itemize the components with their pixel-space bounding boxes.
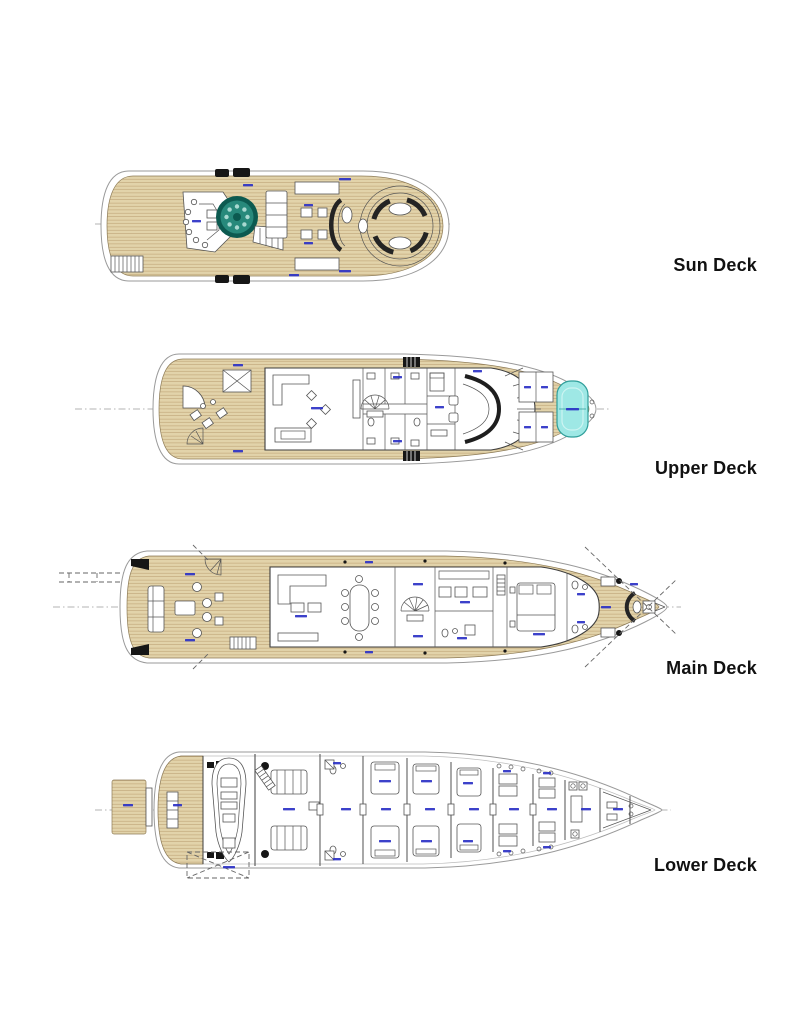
chain-locker (602, 791, 652, 829)
sunpad (265, 190, 288, 239)
aft-spiral-staircase (186, 427, 204, 445)
lower-deck-plan (95, 751, 671, 879)
main-deck-section (45, 543, 685, 673)
lower-deck-label: Lower Deck (653, 855, 757, 875)
guest-bathrooms (324, 759, 346, 861)
deck-equipment (215, 168, 250, 284)
main-deck-plan (53, 544, 681, 670)
superstructure (264, 367, 536, 451)
swim-platform (111, 779, 153, 835)
upper-deck-label: Upper Deck (654, 458, 757, 478)
room-label-marks (233, 364, 579, 453)
lobby-staircase (400, 596, 430, 622)
sun-deck-plan (95, 168, 453, 284)
stern-dashes (192, 544, 210, 670)
captain-cabin (427, 372, 455, 437)
room-label-marks (192, 178, 351, 277)
aft-deck-furniture (147, 558, 257, 650)
stern-stairs (110, 255, 144, 273)
crew-quarters (498, 773, 588, 847)
room-label-marks (185, 561, 638, 654)
sun-deck-section (95, 166, 455, 291)
anchor-gear (600, 576, 666, 638)
lower-deck-section (95, 740, 675, 880)
engine-room (254, 762, 320, 858)
garage-door-footprint (186, 851, 250, 879)
upper-deck-plan (75, 353, 611, 465)
galley (438, 570, 506, 638)
skylight-consoles (294, 181, 340, 271)
sky-lounge (272, 374, 361, 443)
sun-deck-label: Sun Deck (673, 255, 757, 275)
main-deck-label: Main Deck (666, 658, 757, 678)
beach-club (157, 755, 204, 865)
transom-stairs-wedges (131, 559, 149, 655)
mid-spiral-staircase (360, 394, 390, 418)
bulkheads (316, 754, 631, 866)
tender (211, 757, 247, 863)
master-suite (509, 580, 588, 634)
upper-deck-section (75, 348, 615, 470)
jacuzzi (216, 196, 258, 238)
main-salon (277, 574, 379, 642)
side-deck-bollards (343, 559, 507, 655)
mast-settee (329, 198, 353, 252)
foredeck-seating (624, 591, 642, 623)
deck-stairs-wedges (403, 357, 420, 461)
bow-winches (589, 399, 595, 419)
crane-reach-dashes (584, 546, 678, 668)
aft-deck-furniture (182, 369, 252, 430)
room-label-marks (123, 762, 623, 869)
